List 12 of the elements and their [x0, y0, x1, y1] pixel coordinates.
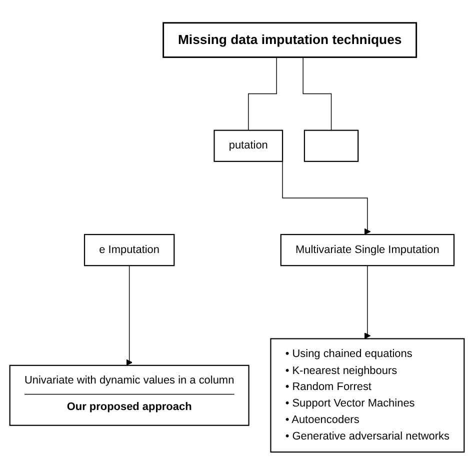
connector — [248, 56, 277, 130]
arrow — [126, 264, 133, 366]
arrow — [282, 160, 371, 234]
node-box: • Using chained equations • K-nearest neighbours • Random Forrest • Support Vector Machines • Autoencoders • Generative adversarial networks — [270, 338, 465, 452]
connector — [302, 56, 332, 130]
node-box — [304, 129, 359, 162]
node-box: putation — [214, 129, 284, 162]
node-box: Univariate with dynamic values in a column Our proposed approach — [9, 364, 250, 426]
arrow — [364, 264, 371, 339]
node-box: Missing data imputation techniques — [162, 22, 418, 58]
node-box: Multivariate Single Imputation — [280, 234, 455, 266]
node-box: e Imputation — [84, 234, 175, 266]
